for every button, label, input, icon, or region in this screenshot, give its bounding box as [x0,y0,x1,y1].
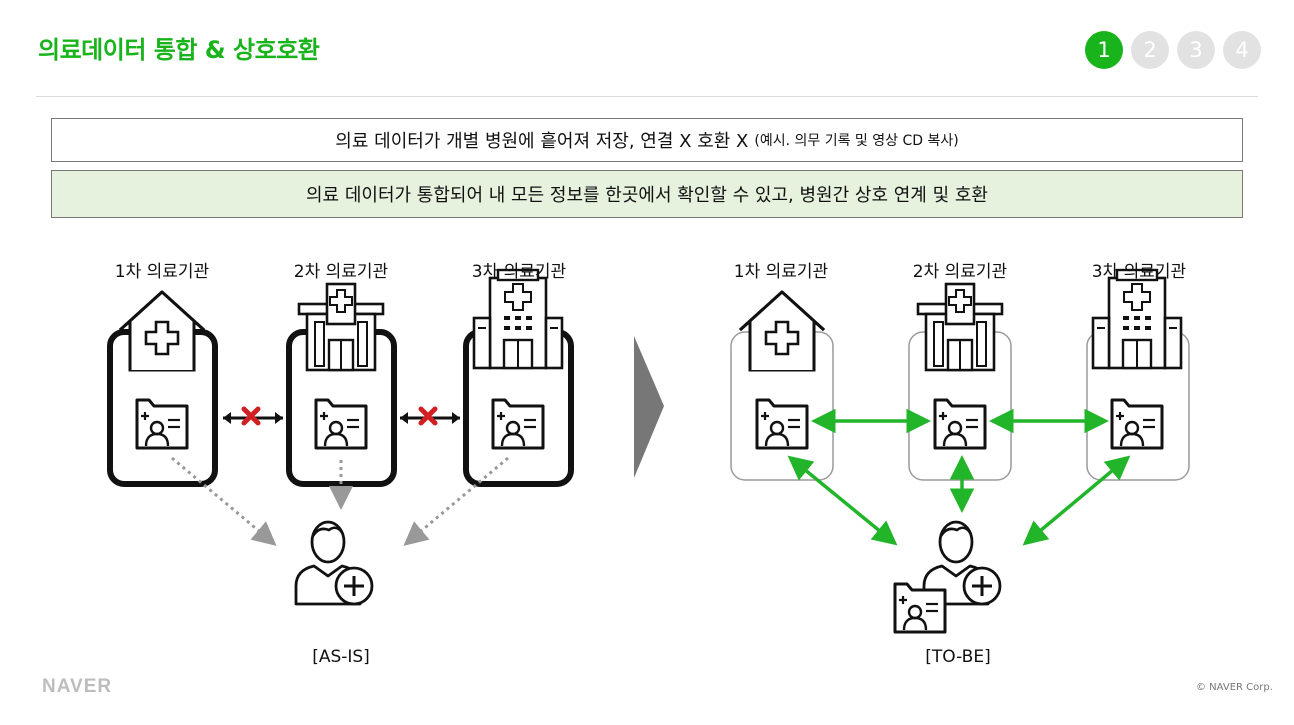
as-is-label-secondary: 2차 의료기관 [293,262,389,282]
as-is-label-primary: 1차 의료기관 [114,262,210,282]
sync-arrow [787,455,898,546]
medical-record-icon [314,398,368,450]
integrated-record-icon [893,582,947,634]
blocked-x-icon [418,406,438,426]
naver-logo: NAVER [42,676,113,697]
blocked-x-icon [241,406,261,426]
to-be-label-secondary: 2차 의료기관 [912,262,1008,282]
as-is-section [107,268,574,606]
problem-statement: 의료 데이터가 개별 병원에 흩어져 저장, 연결 X 호환 X [335,131,749,152]
blocked-link-1 [223,406,283,426]
tertiary-hospital-icon [1091,268,1183,370]
problem-note: (예시. 의무 기록 및 영상 CD 복사) [754,133,959,149]
copyright-text: © NAVER Corp. [1196,682,1273,693]
solution-statement-box: 의료 데이터가 통합되어 내 모든 정보를 한곳에서 확인할 수 있고, 병원간… [51,170,1243,218]
step-indicator: 1 2 3 4 [1085,31,1261,69]
medical-record-icon [755,398,809,450]
to-be-section [730,268,1190,634]
header-divider [36,96,1258,97]
secondary-clinic-icon [297,282,385,372]
step-2[interactable]: 2 [1131,31,1169,69]
medical-record-icon [491,398,545,450]
transition-arrow [634,336,664,478]
as-is-caption: [AS-IS] [312,647,370,667]
dotted-arrow [171,456,277,546]
page-title: 의료데이터 통합 & 상호호환 [38,36,320,64]
solution-statement: 의료 데이터가 통합되어 내 모든 정보를 한곳에서 확인할 수 있고, 병원간… [306,185,988,206]
tertiary-hospital-icon [472,268,564,370]
as-is-label-tertiary: 3차 의료기관 [471,262,567,282]
step-4[interactable]: 4 [1223,31,1261,69]
primary-clinic-icon [118,290,206,372]
to-be-label-primary: 1차 의료기관 [733,262,829,282]
patient-icon [294,520,374,606]
medical-record-icon [135,398,189,450]
to-be-caption: [TO-BE] [925,647,991,667]
dotted-arrow [403,456,509,546]
sync-arrow [1022,455,1131,546]
primary-clinic-icon [738,290,826,372]
step-3[interactable]: 3 [1177,31,1215,69]
to-be-label-tertiary: 3차 의료기관 [1091,262,1187,282]
problem-statement-box: 의료 데이터가 개별 병원에 흩어져 저장, 연결 X 호환 X (예시. 의무… [51,118,1243,162]
medical-record-icon [933,398,987,450]
step-1[interactable]: 1 [1085,31,1123,69]
blocked-link-2 [400,406,460,426]
medical-record-icon [1110,398,1164,450]
secondary-clinic-icon [916,282,1004,372]
